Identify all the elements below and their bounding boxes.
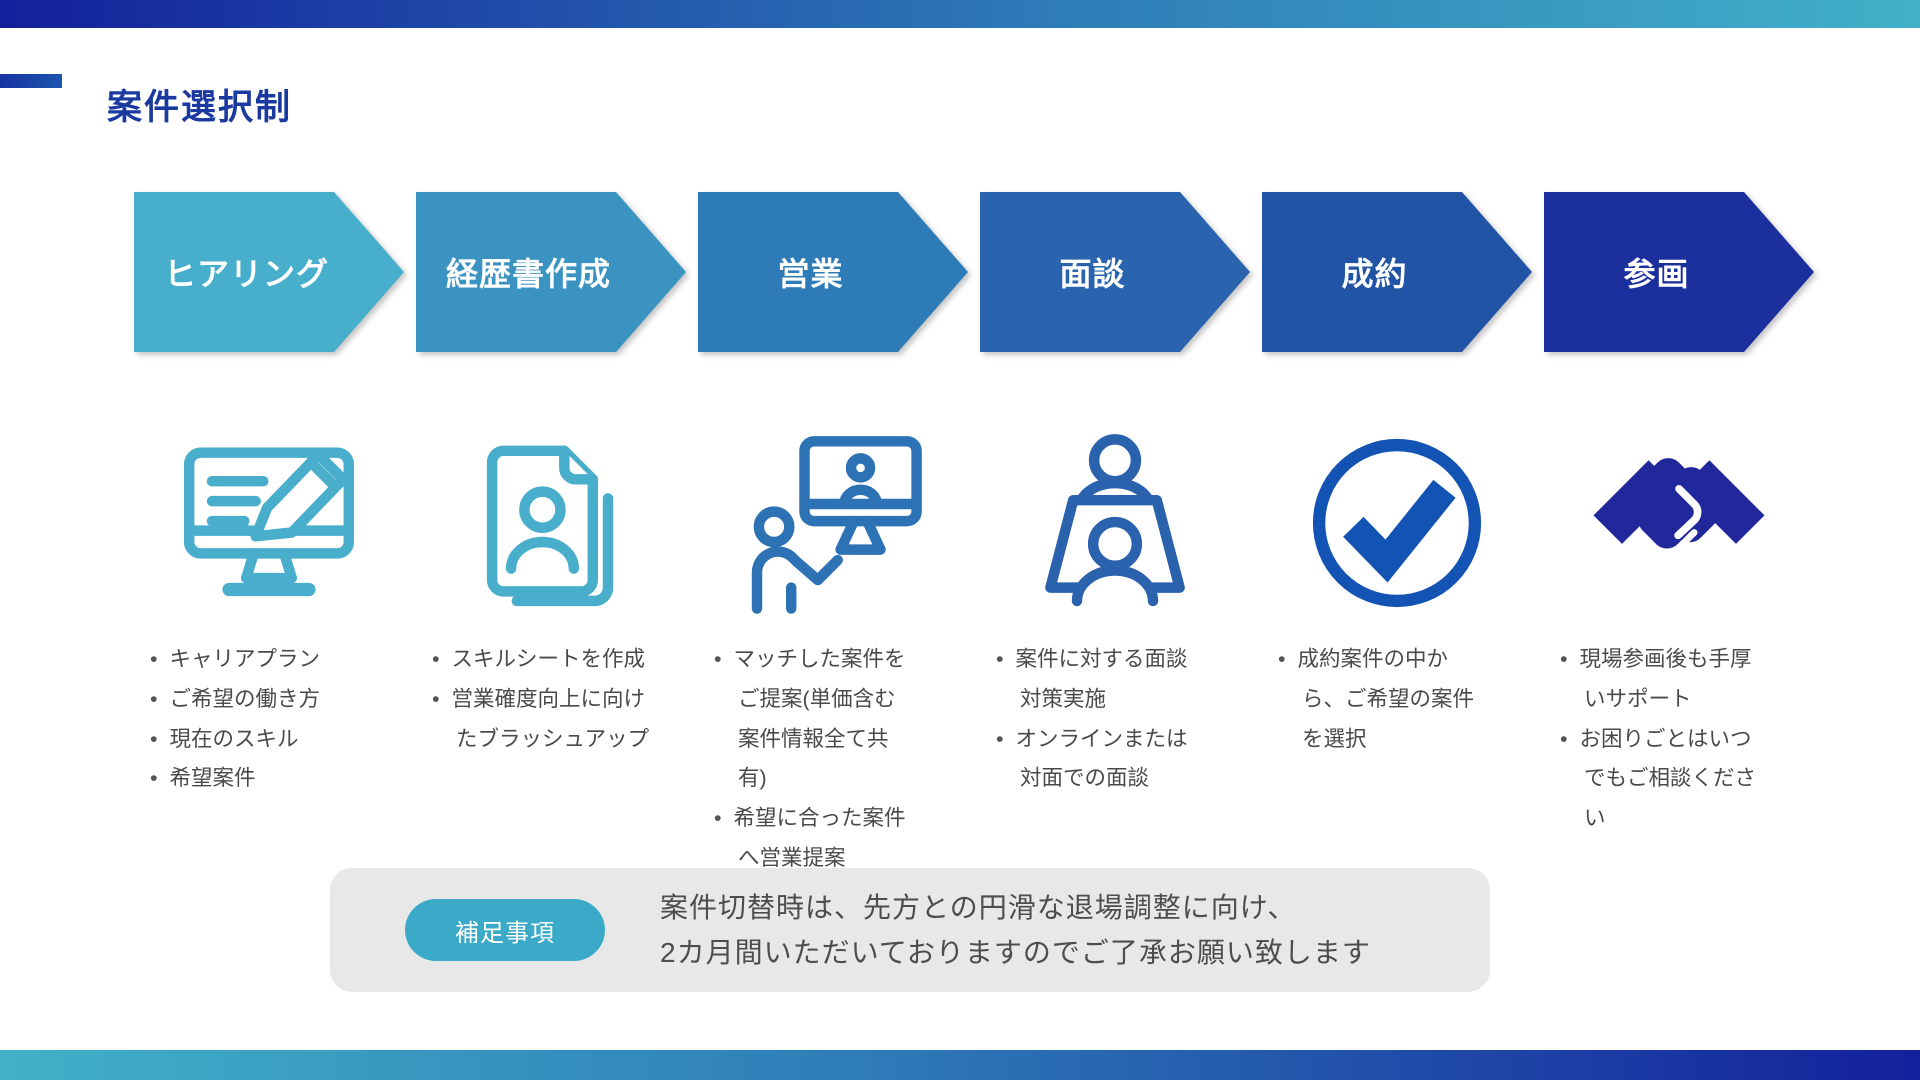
page-title: 案件選択制 [107,88,293,128]
bullet-list-resume: スキルシートを作成 営業確度向上に向けたブラッシュアップ [416,640,698,759]
flow-step-chevron-sales: 営業 [698,192,968,352]
bullet-list-hearing: キャリアプラン ご希望の働き方 現在のスキル 希望案件 [134,640,416,799]
bullet-item: キャリアプラン [150,640,346,680]
bullet-item: お困りごとはいつでもご相談ください [1560,720,1756,839]
flow-step-chevron-interview: 面談 [980,192,1250,352]
bullet-item: オンラインまたは対面での面談 [996,720,1192,800]
bullet-item: 現場参画後も手厚いサポート [1560,640,1756,720]
note-text-line1: 案件切替時は、先方との円滑な退場調整に向け、 [660,892,1297,923]
title-accent-bar [0,74,62,88]
bullet-item: 希望案件 [150,759,346,799]
bullet-list-interview: 案件に対する面談対策実施 オンラインまたは対面での面談 [980,640,1262,799]
resume-document-icon [456,428,646,618]
bullet-list-sales: マッチした案件をご提案(単価含む案件情報全て共有) 希望に合った案件へ営業提案 [698,640,980,879]
flow-step-label: 面談 [1059,256,1126,292]
flow-step-chevron-resume: 経歴書作成 [416,192,686,352]
flow-step-label: 経歴書作成 [445,256,611,292]
online-sales-icon [738,428,928,618]
bullet-item: マッチした案件をご提案(単価含む案件情報全て共有) [714,640,910,799]
bullet-item: ご希望の働き方 [150,680,346,720]
note-badge: 補足事項 [405,899,605,961]
bullet-item: スキルシートを作成 [432,640,656,680]
check-circle-icon [1302,428,1492,618]
bullet-item: 案件に対する面談対策実施 [996,640,1192,720]
flow-step-chevron-contract: 成約 [1262,192,1532,352]
flow-step-label: 成約 [1341,256,1408,292]
bullet-item: 営業確度向上に向けたブラッシュアップ [432,680,656,760]
flow-step-label: ヒアリング [163,256,329,292]
flow-step-label: 参画 [1623,256,1690,292]
bullet-item: 現在のスキル [150,720,346,760]
bullet-list-join: 現場参画後も手厚いサポート お困りごとはいつでもご相談ください [1544,640,1826,839]
bullet-item: 希望に合った案件へ営業提案 [714,799,910,879]
note-box: 補足事項 案件切替時は、先方との円滑な退場調整に向け、 2カ月間いただいておりま… [330,868,1490,992]
monitor-pencil-icon [174,428,364,618]
interview-icon [1020,428,1210,618]
flow-step-label: 営業 [777,256,844,292]
top-gradient-bar [0,0,1920,28]
flow-step-chevron-hearing: ヒアリング [134,192,404,352]
bottom-gradient-bar [0,1050,1920,1080]
note-text: 案件切替時は、先方との円滑な退場調整に向け、 2カ月間いただいておりますのでご了… [660,885,1371,975]
flow-step-chevron-join: 参画 [1544,192,1814,352]
note-text-line2: 2カ月間いただいておりますのでご了承お願い致します [660,937,1371,968]
bullet-item: 成約案件の中から、ご希望の案件を選択 [1278,640,1474,759]
bullet-list-contract: 成約案件の中から、ご希望の案件を選択 [1262,640,1544,759]
handshake-icon [1584,428,1774,618]
